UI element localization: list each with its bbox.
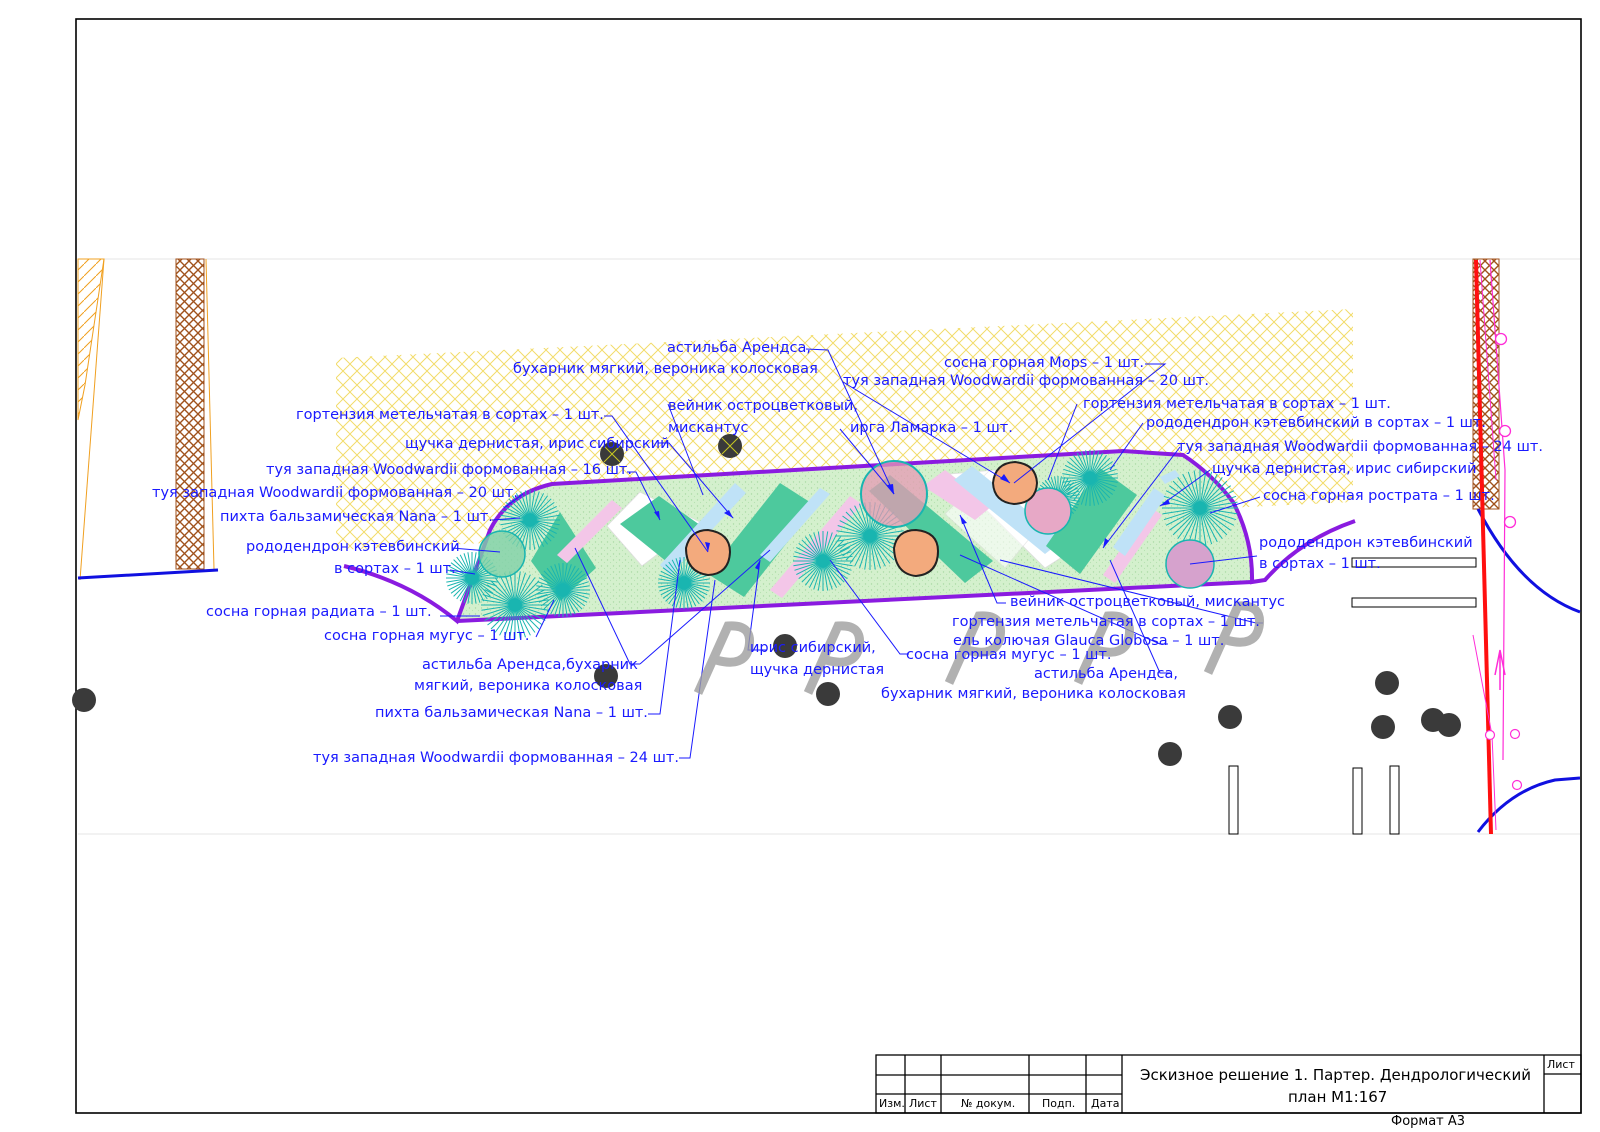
label-irga: ирга Ламарка – 1 шт.: [850, 420, 1013, 436]
conifer-symbol: [1062, 450, 1118, 506]
label-hydrangea-top-left: гортензия метельчатая в сортах – 1 шт.: [296, 407, 604, 423]
label-hydrangea-top-right: гортензия метельчатая в сортах – 1 шт.: [1083, 396, 1391, 412]
conifer-symbol: [536, 563, 590, 617]
label-rhodo-right-2: в сортах – 1 шт.: [1259, 556, 1381, 572]
sheet-frame: [75, 18, 1582, 1114]
col-date: Дата: [1091, 1097, 1120, 1110]
label-thuja-24-right: туя западная Woodwardii формованная – 24…: [1177, 439, 1543, 455]
col-izm: Изм.: [879, 1097, 905, 1110]
conifer-symbol: [500, 490, 560, 550]
bed-border: [343, 448, 1356, 625]
conifer-symbol: [1162, 470, 1238, 546]
label-picea: ель колючая Glauca Globosa – 1 шт.: [953, 633, 1225, 649]
label-calamagrostis-1: вейник остроцветковый,: [668, 398, 858, 414]
label-calamagrostis-2: мискантус: [668, 420, 749, 436]
col-list: Лист: [909, 1097, 937, 1110]
sheet-label: Лист: [1547, 1058, 1575, 1071]
label-astilbe-left-2: мягкий, вероника колосковая: [414, 678, 643, 694]
label-astilbe-bottom-2: бухарник мягкий, вероника колосковая: [881, 686, 1186, 702]
label-thuja-24-bottom: туя западная Woodwardii формованная – 24…: [313, 750, 679, 766]
label-astilbe-top-1: астильба Арендса,: [667, 340, 811, 356]
label-pine-mops: сосна горная Mops – 1 шт.: [944, 355, 1144, 371]
col-sign: Подп.: [1042, 1097, 1076, 1110]
drawing-title-line1: Эскизное решение 1. Партер. Дендрологиче…: [1140, 1066, 1531, 1084]
watermark: [693, 601, 1265, 695]
label-pine-rostrata: сосна горная рострата – 1 шт.: [1263, 488, 1495, 504]
label-astilbe-bottom-1: астильба Арендса,: [1034, 666, 1178, 682]
conifer-symbol: [793, 531, 853, 591]
label-abies-nana-left: пихта бальзамическая Nana – 1 шт.: [220, 509, 493, 525]
label-thuja-16: туя западная Woodwardii формованная – 16…: [266, 462, 632, 478]
label-calamagrostis-bottom: вейник остроцветковый, мискантус: [1010, 594, 1286, 610]
conifer-symbol: [481, 571, 549, 639]
format-label: Формат А3: [1391, 1114, 1466, 1129]
label-iris-1: ирис сибирский,: [750, 640, 876, 656]
label-pine-radiata: сосна горная радиата – 1 шт.: [206, 604, 432, 620]
title-block-frame: [875, 1054, 1582, 1114]
label-thuja-20-left: туя западная Woodwardii формованная – 20…: [152, 485, 518, 501]
label-deschampsia-right: щучка дернистая, ирис сибирский: [1212, 461, 1477, 477]
drawing-title-line2: план М1:167: [1288, 1088, 1388, 1106]
label-rhodo-top-right: рододендрон кэтевбинский в сортах – 1 шт…: [1146, 415, 1486, 431]
col-doc: № докум.: [961, 1097, 1016, 1110]
conifer-symbol: [446, 552, 498, 604]
deciduous-shrubs: [478, 460, 1215, 589]
label-rhodo-left-1: рододендрон кэтевбинский: [246, 539, 460, 555]
label-pine-mugus-mid: сосна горная мугус – 1 шт.: [906, 647, 1112, 663]
label-rhodo-left-2: в сортах – 1 шт.: [334, 561, 456, 577]
label-astilbe-left-1: астильба Арендса,бухарник: [422, 657, 638, 673]
label-astilbe-top-2: бухарник мягкий, вероника колосковая: [513, 361, 818, 377]
label-abies-nana-bottom: пихта бальзамическая Nana – 1 шт.: [375, 705, 648, 721]
label-pine-mugus-left: сосна горная мугус – 1 шт.: [324, 628, 530, 644]
label-hydrangea-bottom: гортензия метельчатая в сортах – 1 шт.: [952, 614, 1260, 630]
hedge-left: [175, 258, 205, 570]
label-thuja-20-top: туя западная Woodwardii формованная – 20…: [843, 373, 1209, 389]
leader-arrows: [654, 474, 1170, 570]
label-iris-2: щучка дернистая: [750, 662, 885, 678]
leader-lines: [440, 348, 1263, 759]
conifer-symbol: [658, 557, 710, 609]
label-deschampsia-left: щучка дернистая, ирис сибирский: [405, 436, 670, 452]
label-rhodo-right-1: рододендрон кэтевбинский: [1259, 535, 1473, 551]
